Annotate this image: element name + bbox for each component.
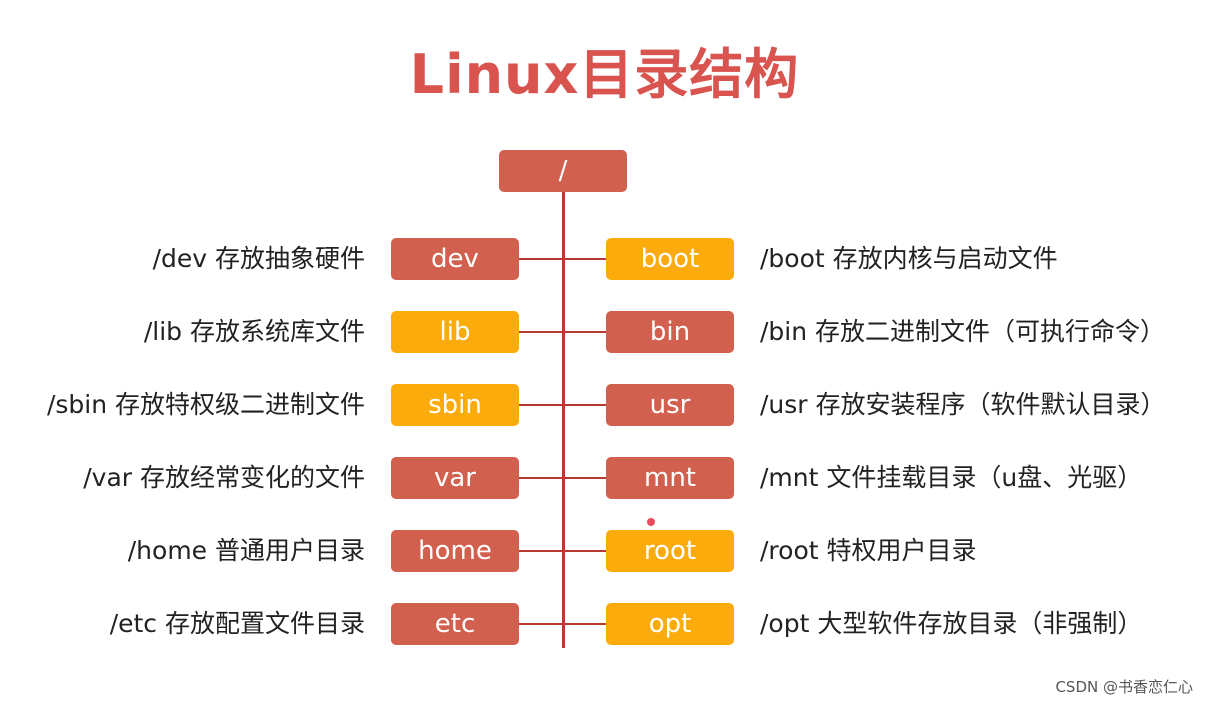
dir-node-usr: usr: [606, 384, 734, 426]
dir-desc-bin: /bin 存放二进制文件（可执行命令）: [760, 317, 1166, 346]
cursor-dot: [647, 518, 655, 526]
right-branch-line: [563, 550, 606, 552]
dir-node-opt: opt: [606, 603, 734, 645]
dir-desc-var: /var 存放经常变化的文件: [83, 463, 365, 492]
left-branch-line: [519, 404, 563, 406]
dir-desc-usr: /usr 存放安装程序（软件默认目录）: [760, 390, 1166, 419]
dir-node-var: var: [391, 457, 519, 499]
dir-node-sbin: sbin: [391, 384, 519, 426]
left-branch-line: [519, 258, 563, 260]
root-directory-node: /: [499, 150, 627, 192]
dir-desc-root: /root 特权用户目录: [760, 536, 977, 565]
dir-desc-boot: /boot 存放内核与启动文件: [760, 244, 1058, 273]
dir-desc-etc: /etc 存放配置文件目录: [109, 609, 365, 638]
left-branch-line: [519, 550, 563, 552]
left-branch-line: [519, 331, 563, 333]
dir-desc-mnt: /mnt 文件挂载目录（u盘、光驱）: [760, 463, 1143, 492]
dir-node-bin: bin: [606, 311, 734, 353]
dir-node-dev: dev: [391, 238, 519, 280]
dir-node-lib: lib: [391, 311, 519, 353]
right-branch-line: [563, 404, 606, 406]
dir-desc-lib: /lib 存放系统库文件: [143, 317, 365, 346]
dir-node-root: root: [606, 530, 734, 572]
right-branch-line: [563, 623, 606, 625]
dir-desc-opt: /opt 大型软件存放目录（非强制）: [760, 609, 1143, 638]
dir-node-home: home: [391, 530, 519, 572]
left-branch-line: [519, 477, 563, 479]
dir-desc-sbin: /sbin 存放特权级二进制文件: [46, 390, 365, 419]
right-branch-line: [563, 477, 606, 479]
watermark: CSDN @书香恋仁心: [1055, 678, 1193, 696]
dir-node-mnt: mnt: [606, 457, 734, 499]
diagram-title: Linux目录结构: [409, 43, 800, 106]
right-branch-line: [563, 258, 606, 260]
dir-node-etc: etc: [391, 603, 519, 645]
left-branch-line: [519, 623, 563, 625]
dir-desc-dev: /dev 存放抽象硬件: [152, 244, 365, 273]
tree-trunk-line: [562, 192, 565, 648]
right-branch-line: [563, 331, 606, 333]
dir-desc-home: /home 普通用户目录: [127, 536, 365, 565]
dir-node-boot: boot: [606, 238, 734, 280]
